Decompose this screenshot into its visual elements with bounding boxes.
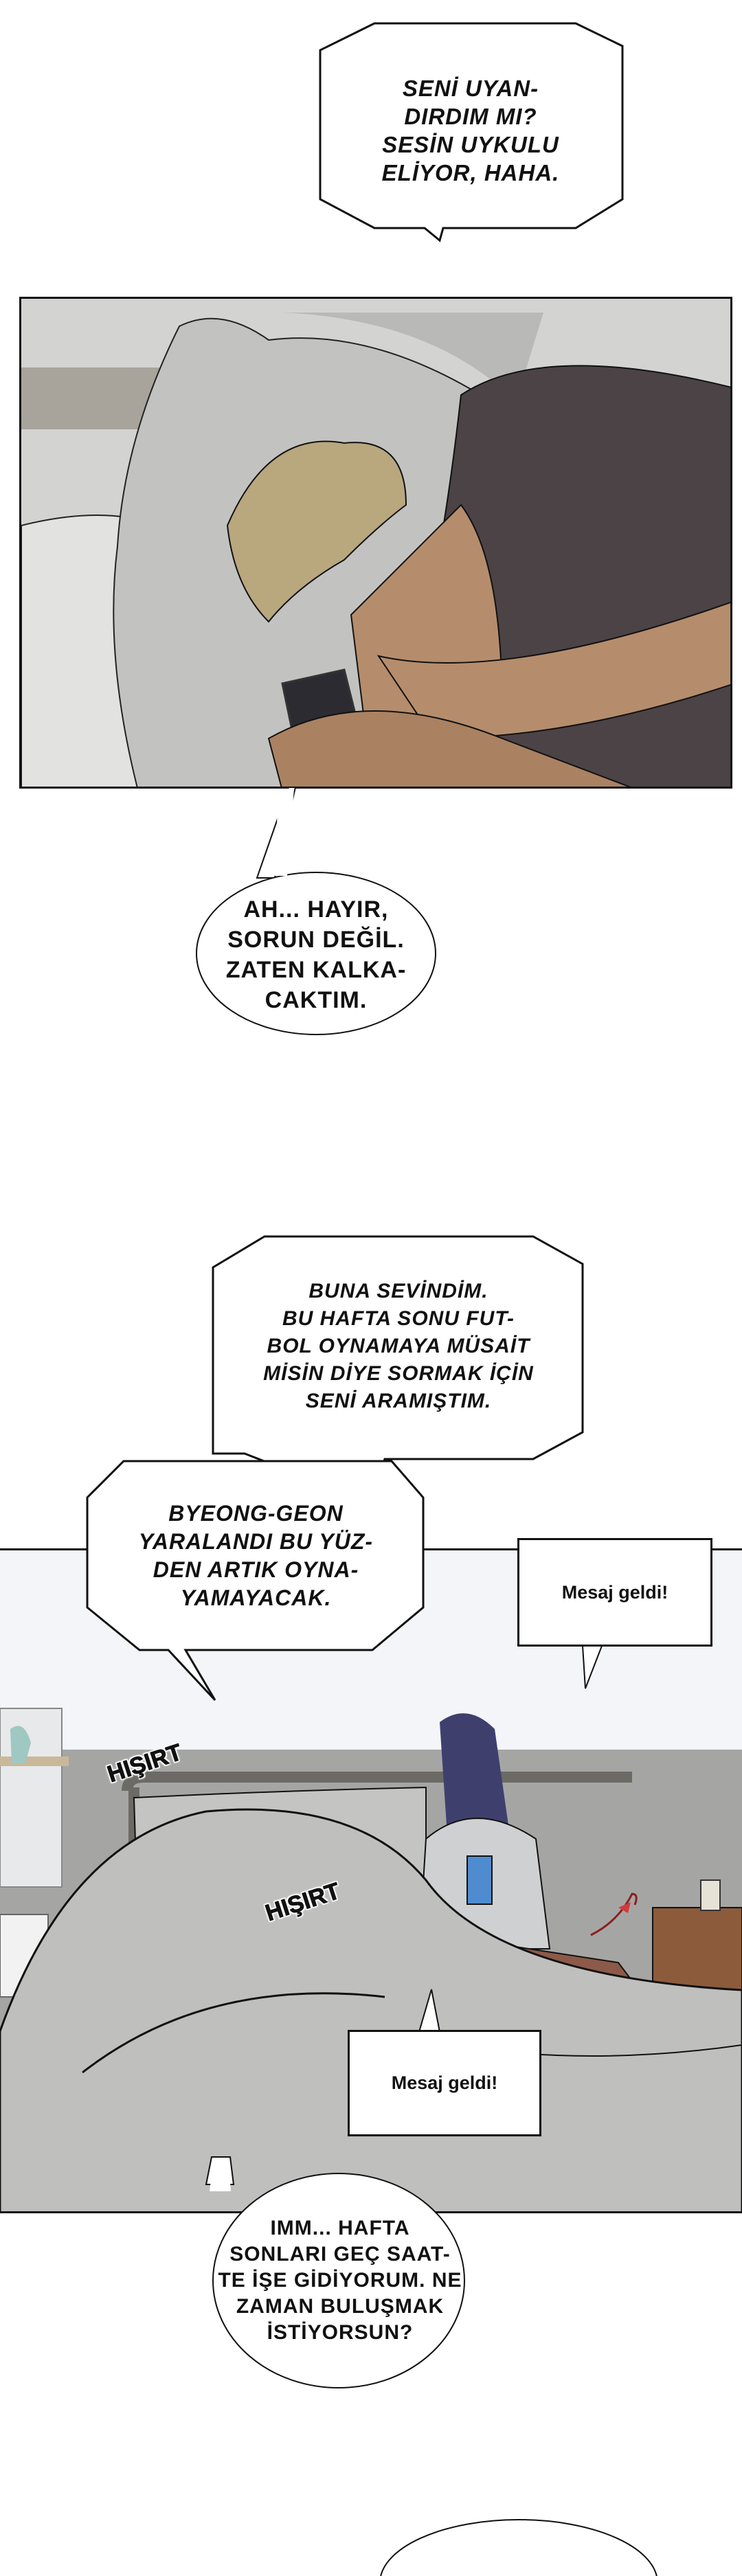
speech-bubble-round — [196, 789, 436, 1035]
speech-bubble-octagon — [86, 1460, 425, 1702]
speech-text: BUNA SEVİNDİM. BU HAFTA SONU FUT- BOL OY… — [263, 1280, 534, 1412]
speech-text: BYEONG-GEON YARALANDI BU YÜZ- DEN ARTIK … — [138, 1501, 374, 1610]
speech-bubble-round — [205, 2156, 465, 2388]
message-notification-box: Mesaj geldi! — [517, 1538, 712, 1647]
comic-panel-2 — [0, 1548, 742, 2213]
speech-bubble-octagon — [319, 22, 624, 242]
message-notification-box: Mesaj geldi! — [348, 2030, 541, 2136]
panel-artwork-bedroom — [0, 1550, 742, 2211]
speech-text: SENİ UYAN- DIRDIM MI? SESİN UYKULU ELİYO… — [381, 76, 560, 185]
comic-panel-1 — [19, 297, 732, 789]
panel-artwork-man-on-phone — [21, 299, 730, 787]
speech-text: AH... HAYIR, SORUN DEĞİL. ZATEN KALKA- C… — [225, 896, 407, 1013]
speech-text: IMM... HAFTA SONLARI GEÇ SAAT- TE İŞE Gİ… — [218, 2217, 462, 2344]
